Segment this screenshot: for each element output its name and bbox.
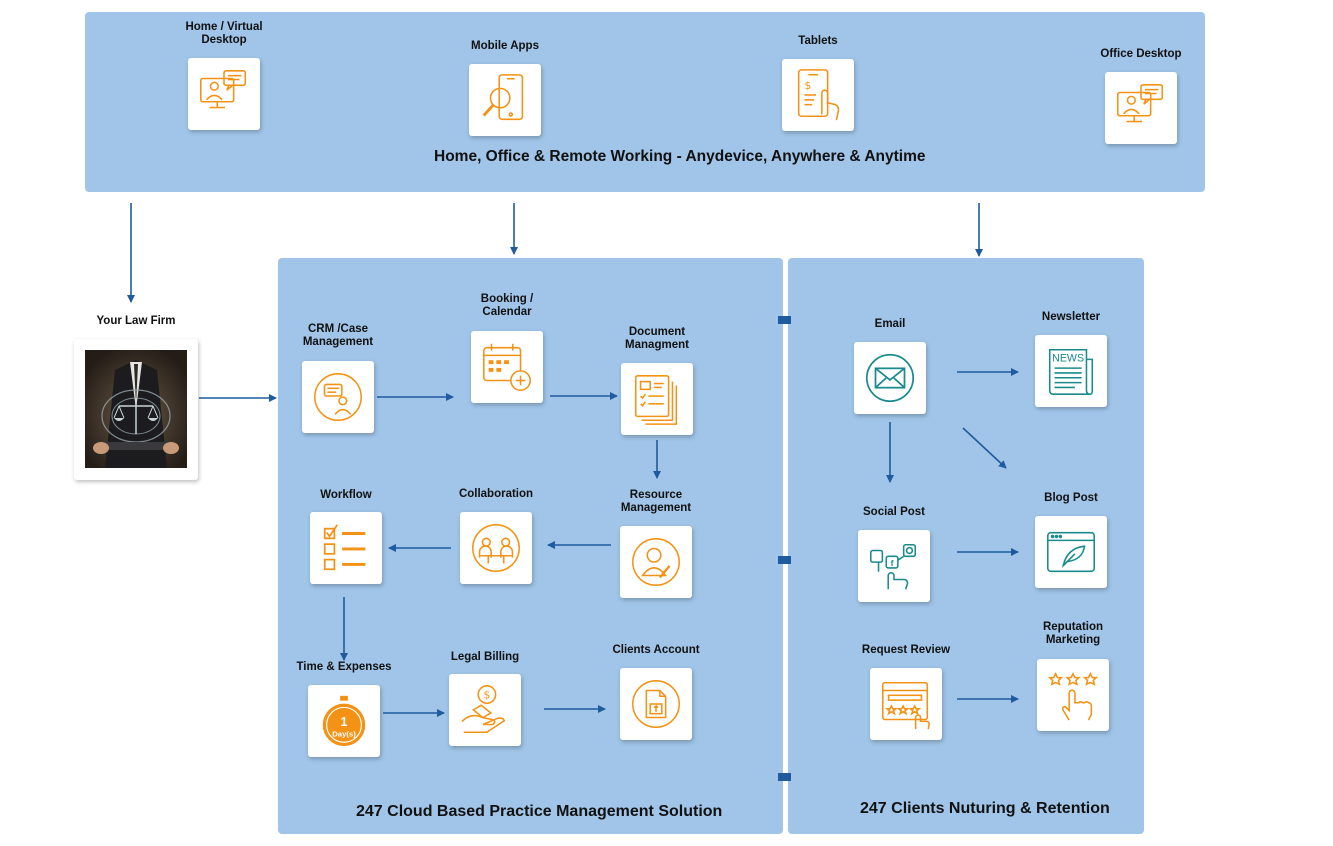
svg-text:$: $ bbox=[484, 688, 491, 701]
clients-account-card bbox=[620, 668, 692, 740]
mobile-search-icon bbox=[482, 74, 524, 121]
mobile-apps-label: Mobile Apps bbox=[471, 40, 539, 52]
crm-agent-icon bbox=[314, 373, 362, 421]
document-stack-icon bbox=[634, 375, 678, 425]
social-post-card: f bbox=[858, 530, 930, 602]
blog-post-label: Blog Post bbox=[1044, 492, 1098, 504]
lawyer-scales-image bbox=[85, 350, 187, 468]
social-post-label: Social Post bbox=[863, 506, 925, 518]
time-expenses-label: Time & Expenses bbox=[296, 661, 392, 673]
request-review-card bbox=[870, 668, 942, 740]
workflow-card bbox=[310, 512, 382, 584]
newspaper-icon: NEWS bbox=[1048, 348, 1094, 395]
panel-connector bbox=[778, 773, 791, 781]
clients-account-label: Clients Account bbox=[612, 644, 700, 656]
meeting-people-icon bbox=[472, 524, 520, 572]
resource-management-card bbox=[620, 526, 692, 598]
mobile-apps-card bbox=[469, 64, 541, 136]
crm-card bbox=[302, 361, 374, 433]
news-text: NEWS bbox=[1052, 352, 1084, 364]
time-expenses-card: 1 Day(s) bbox=[308, 685, 380, 757]
newsletter-label: Newsletter bbox=[1041, 311, 1101, 323]
rating-hand-icon bbox=[1047, 672, 1099, 721]
svg-text:f: f bbox=[891, 558, 894, 568]
timer-number: 1 bbox=[341, 715, 348, 729]
person-edit-icon bbox=[632, 538, 680, 586]
remote-desktop-icon bbox=[200, 70, 247, 109]
timer-unit: Day(s) bbox=[332, 729, 356, 738]
email-card bbox=[854, 342, 926, 414]
hand-money-icon: $ bbox=[461, 685, 506, 734]
home-virtual-desktop-label: Home / Virtual Desktop bbox=[185, 21, 263, 46]
law-firm-photo-frame bbox=[74, 339, 198, 480]
nurture-heading: 247 Clients Nuturing & Retention bbox=[860, 800, 1110, 817]
legal-billing-card: $ bbox=[449, 674, 521, 746]
tablets-label: Tablets bbox=[798, 35, 838, 47]
practice-heading: 247 Cloud Based Practice Management Solu… bbox=[356, 803, 723, 820]
office-desktop-card bbox=[1105, 72, 1177, 144]
legal-billing-label: Legal Billing bbox=[450, 651, 520, 663]
email-envelope-icon bbox=[865, 353, 915, 403]
resource-management-label: Resource Management bbox=[620, 489, 692, 514]
calendar-add-icon bbox=[483, 343, 531, 391]
collaboration-label: Collaboration bbox=[458, 488, 534, 500]
svg-text:$: $ bbox=[804, 79, 811, 92]
booking-calendar-label: Booking / Calendar bbox=[480, 293, 534, 318]
home-virtual-desktop-card bbox=[188, 58, 260, 130]
workflow-label: Workflow bbox=[320, 489, 372, 501]
request-review-label: Request Review bbox=[861, 644, 951, 656]
document-management-label: Document Managment bbox=[625, 326, 689, 351]
office-desktop-label: Office Desktop bbox=[1100, 48, 1182, 60]
devices-heading: Home, Office & Remote Working - Anydevic… bbox=[434, 148, 926, 165]
document-management-card bbox=[621, 363, 693, 435]
social-media-icon: f bbox=[870, 543, 917, 590]
tablets-card: $ bbox=[782, 59, 854, 131]
email-label: Email bbox=[874, 318, 906, 330]
reputation-marketing-label: Reputation Marketing bbox=[1042, 621, 1104, 646]
booking-calendar-card bbox=[471, 331, 543, 403]
checklist-icon bbox=[323, 524, 366, 571]
newsletter-card: NEWS bbox=[1035, 335, 1107, 407]
blog-post-card bbox=[1035, 516, 1107, 588]
stopwatch-icon: 1 Day(s) bbox=[322, 695, 366, 747]
devices-panel bbox=[85, 12, 1205, 192]
blog-browser-icon bbox=[1047, 531, 1095, 573]
office-desktop-icon bbox=[1117, 84, 1164, 123]
panel-connector bbox=[778, 556, 791, 564]
reputation-marketing-card bbox=[1037, 659, 1109, 731]
account-document-icon bbox=[632, 680, 680, 728]
review-stars-icon bbox=[882, 681, 930, 730]
crm-label: CRM /Case Management bbox=[302, 323, 374, 348]
panel-connector bbox=[778, 316, 791, 324]
law-firm-label: Your Law Firm bbox=[96, 315, 176, 327]
tablet-touch-icon: $ bbox=[797, 69, 840, 121]
collaboration-card bbox=[460, 512, 532, 584]
